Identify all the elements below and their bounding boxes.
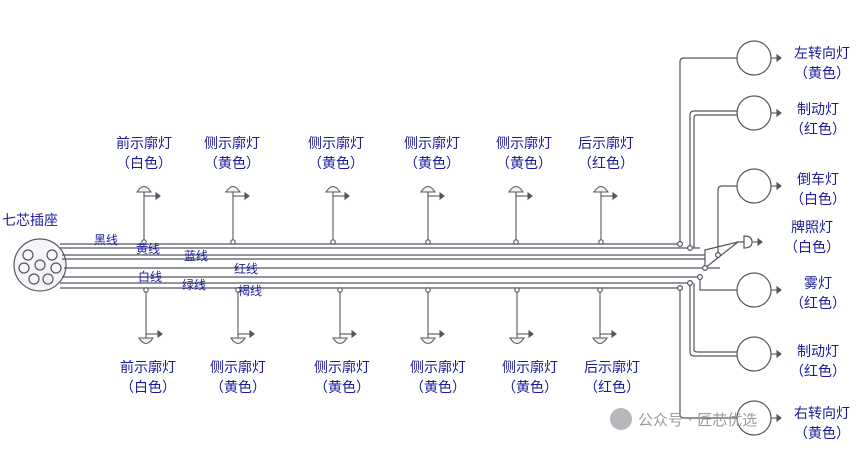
bottom-lamp-4-label: 侧示廓灯 （黄色） (398, 358, 478, 398)
top-lamp-5-label: 侧示廓灯 （黄色） (484, 134, 564, 174)
bottom-lamp-6-label: 后示廓灯 （红色） (572, 358, 652, 398)
right-lamp-4-color: （白色） (784, 240, 840, 256)
top-marker-lamp-3 (324, 185, 350, 245)
bottom-lamp-2-label: 侧示廓灯 （黄色） (198, 358, 278, 398)
right-lamp-3-color: （白色） (790, 192, 846, 208)
brake-lamp-top-symbol (736, 95, 772, 131)
right-lamp-4-name: 牌照灯 (791, 220, 833, 236)
brake-lamp-bottom-symbol (736, 336, 772, 372)
top-lamp-5-name: 侧示廓灯 (496, 136, 552, 152)
fog-lamp-symbol (736, 272, 772, 308)
top-lamp-4-color: （黄色） (404, 156, 460, 172)
bottom-marker-lamp-4 (419, 287, 445, 345)
bottom-lamp-6-name: 后示廓灯 (584, 360, 640, 376)
bottom-lamp-1-color: （白色） (120, 380, 176, 396)
top-lamp-6-label: 后示廓灯 （红色） (566, 134, 646, 174)
top-marker-lamps (135, 185, 618, 245)
bottom-marker-lamp-6 (591, 287, 617, 345)
left-turn-lamp-symbol (736, 40, 772, 76)
top-marker-lamp-4 (419, 185, 445, 245)
wire-label-black: 黑线 (94, 233, 119, 247)
bottom-lamp-4-name: 侧示廓灯 (410, 360, 466, 376)
top-lamp-6-color: （红色） (578, 156, 634, 172)
top-lamp-4-name: 侧示廓灯 (404, 136, 460, 152)
right-lamp-1-name: 左转向灯 (794, 46, 850, 62)
bottom-marker-lamp-2 (229, 287, 255, 345)
right-lamp-6-label: 制动灯 （红色） (778, 342, 858, 382)
wechat-icon (610, 408, 632, 430)
wire-label-white: 白线 (138, 270, 163, 284)
bottom-lamp-5-label: 侧示廓灯 （黄色） (490, 358, 570, 398)
right-lamp-6-name: 制动灯 (797, 344, 839, 360)
bottom-lamp-2-color: （黄色） (210, 380, 266, 396)
main-wire-bundle (60, 243, 720, 289)
right-lamp-circles (736, 40, 772, 436)
reverse-lamp-symbol (736, 168, 772, 204)
right-lamp-1-color: （黄色） (794, 66, 850, 82)
top-lamp-3-label: 侧示廓灯 （黄色） (296, 134, 376, 174)
top-marker-lamp-5 (507, 185, 533, 245)
bottom-lamp-3-color: （黄色） (314, 380, 370, 396)
top-lamp-5-color: （黄色） (496, 156, 552, 172)
right-lamp-5-label: 雾灯 （红色） (778, 274, 858, 314)
wire-label-yellow: 黄线 (136, 242, 161, 256)
bottom-lamp-1-name: 前示廓灯 (120, 360, 176, 376)
right-lamp-7-color: （黄色） (794, 426, 850, 442)
wire-label-brown: 褐线 (238, 284, 263, 298)
bottom-lamp-3-name: 侧示廓灯 (314, 360, 370, 376)
right-lamp-5-color: （红色） (790, 296, 846, 312)
top-lamp-2-color: （黄色） (204, 156, 260, 172)
seven-pin-connector (13, 238, 67, 292)
right-lamp-2-name: 制动灯 (797, 102, 839, 118)
bottom-marker-lamps (137, 287, 617, 345)
top-lamp-1-label: 前示廓灯 （白色） (104, 134, 184, 174)
top-marker-lamp-2 (224, 185, 250, 245)
bottom-lamp-5-name: 侧示廓灯 (502, 360, 558, 376)
right-lamp-3-name: 倒车灯 (797, 172, 839, 188)
right-lamp-4-label: 牌照灯 （白色） (772, 218, 852, 258)
bottom-lamp-3-label: 侧示廓灯 （黄色） (302, 358, 382, 398)
bottom-marker-lamp-1 (137, 287, 163, 345)
top-marker-lamp-1 (135, 185, 161, 245)
right-lamp-2-label: 制动灯 （红色） (778, 100, 858, 140)
connector-title: 七芯插座 (2, 213, 58, 229)
bottom-lamp-2-name: 侧示廓灯 (210, 360, 266, 376)
wire-label-green: 绿线 (182, 278, 207, 292)
right-lamp-7-label: 右转向灯 （黄色） (780, 404, 864, 444)
bottom-marker-lamp-3 (331, 287, 357, 345)
top-lamp-4-label: 侧示廓灯 （黄色） (392, 134, 472, 174)
watermark-text: 公众号 · 匠芯优选 (638, 410, 758, 429)
top-marker-lamp-6 (592, 185, 618, 245)
top-lamp-6-name: 后示廓灯 (578, 136, 634, 152)
wire-label-blue: 蓝线 (184, 249, 209, 263)
right-lamp-1-label: 左转向灯 （黄色） (780, 44, 864, 84)
right-lamp-2-color: （红色） (790, 122, 846, 138)
right-distribution (676, 57, 739, 419)
top-lamp-3-color: （黄色） (308, 156, 364, 172)
right-lamp-grounds (752, 53, 782, 423)
bottom-marker-lamp-5 (508, 287, 534, 345)
top-lamp-3-name: 侧示廓灯 (308, 136, 364, 152)
top-lamp-1-color: （白色） (116, 156, 172, 172)
watermark: 公众号 · 匠芯优选 (610, 408, 757, 430)
top-lamp-1-name: 前示廓灯 (116, 136, 172, 152)
bottom-lamp-1-label: 前示廓灯 （白色） (108, 358, 188, 398)
bottom-lamp-5-color: （黄色） (502, 380, 558, 396)
right-lamp-5-name: 雾灯 (804, 276, 832, 292)
bottom-lamp-6-color: （红色） (584, 380, 640, 396)
bottom-lamp-4-color: （黄色） (410, 380, 466, 396)
right-lamp-3-label: 倒车灯 （白色） (778, 170, 858, 210)
right-lamp-6-color: （红色） (790, 364, 846, 380)
wire-label-red: 红线 (234, 262, 259, 276)
top-lamp-2-label: 侧示廓灯 （黄色） (192, 134, 272, 174)
top-lamp-2-name: 侧示廓灯 (204, 136, 260, 152)
right-lamp-7-name: 右转向灯 (794, 406, 850, 422)
plate-lamp-symbol (738, 235, 753, 249)
